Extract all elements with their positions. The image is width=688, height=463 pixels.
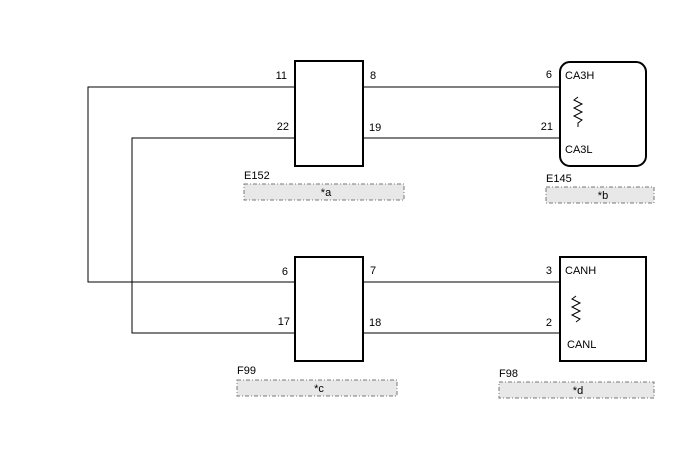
f99-ref-label: *c	[314, 383, 324, 395]
f98-pin-top: 3	[546, 265, 552, 277]
f98-signal-low: CANL	[567, 339, 596, 351]
f98-code: F98	[499, 368, 518, 380]
e152-pin-left-top: 11	[276, 70, 287, 82]
e145-pin-top: 6	[546, 69, 552, 81]
e145-signal-high: CA3H	[565, 70, 594, 82]
f99-box-outline	[294, 256, 364, 362]
f98-ecu-box	[559, 256, 647, 362]
f99-code: F99	[237, 365, 256, 377]
e152-box-outline	[294, 60, 364, 167]
e152-box-fill	[296, 62, 362, 165]
e145-ref-box	[545, 186, 655, 204]
f98-ref-label: *d	[573, 385, 583, 397]
f99-box-fill	[296, 258, 362, 360]
e145-pin-bottom: 21	[541, 121, 553, 133]
e145-ecu-box	[559, 61, 647, 167]
f98-pin-bottom: 2	[546, 317, 552, 329]
f98-signal-high: CANH	[565, 265, 596, 277]
f98-resistor-icon	[570, 295, 582, 323]
e145-signal-low: CA3L	[565, 144, 593, 156]
f98-ref-box	[498, 381, 655, 399]
f99-pin-right-bottom: 18	[369, 317, 381, 329]
e152-pin-right-bottom: 19	[369, 122, 381, 134]
e152-pin-left-bottom: 22	[277, 121, 289, 133]
e152-code: E152	[244, 170, 270, 182]
f99-pin-right-top: 7	[370, 265, 376, 277]
e152-pin-right-top: 8	[370, 70, 376, 82]
e145-code: E145	[546, 173, 572, 185]
e152-ref-label: *a	[321, 187, 332, 199]
f99-pin-left-bottom: 17	[278, 316, 290, 328]
e152-ref-box	[243, 183, 405, 201]
e145-resistor-icon	[572, 96, 584, 127]
f99-ref-box	[236, 379, 398, 397]
f99-pin-left-top: 6	[282, 266, 288, 278]
e145-ref-label: *b	[598, 190, 608, 202]
